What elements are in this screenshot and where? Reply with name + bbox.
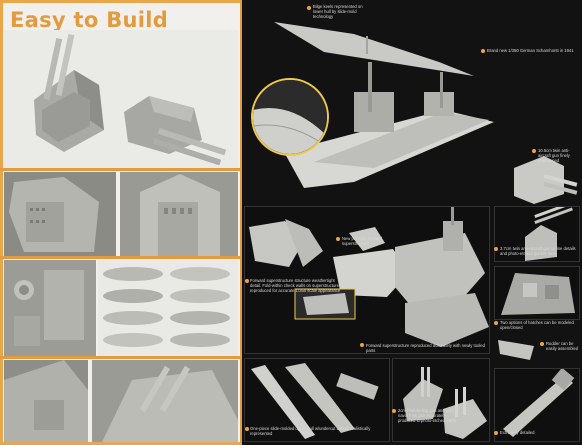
callout-marker	[494, 431, 498, 435]
callout-marker	[392, 409, 396, 413]
twin-gun-frame	[494, 146, 580, 204]
forward-superstructure-caption: Forward superstructure reproduced accura…	[366, 343, 485, 353]
callout-marker	[245, 427, 249, 431]
callout-marker	[245, 279, 249, 283]
hull-parts-frame	[244, 358, 390, 442]
callout-marker	[360, 343, 364, 347]
turret-photo-pair	[4, 30, 238, 168]
bow-illustration	[253, 80, 327, 154]
panel-separator	[240, 0, 242, 445]
flak-frame	[392, 358, 490, 442]
lifeboats-illustration	[98, 260, 238, 356]
aa-gun-frame	[494, 201, 580, 262]
bilge-keels-caption: Bilge keels represented on lower hull by…	[313, 4, 363, 19]
deck-closeup-2	[120, 172, 238, 256]
hull-closeup-1	[4, 360, 88, 442]
superstructure-closeup	[4, 260, 96, 356]
hatch-frame	[494, 266, 580, 320]
hatch-illustration	[501, 273, 575, 315]
twin-gun-illustration	[514, 156, 578, 204]
turret-models-illustration	[34, 34, 227, 166]
flakvierling-caption: 2cm Flakvierling gun and 2cm naval Flak …	[398, 408, 456, 423]
callout-marker	[532, 149, 536, 153]
ship-overview-frame	[244, 2, 494, 200]
section-divider	[0, 168, 240, 171]
deck-closeup-1	[4, 172, 116, 256]
extremely-detailed-caption: Extremely detailed	[500, 430, 535, 435]
deck-detail-illustration	[4, 260, 96, 356]
callout-marker	[494, 321, 498, 325]
callout-marker	[307, 6, 311, 10]
rudder-frame	[494, 336, 580, 364]
bow-detail-inset	[251, 78, 329, 156]
hull-illustration	[4, 360, 88, 442]
forward-detail-caption: Forward superstructure structure weather…	[250, 278, 341, 293]
superstructure-illustration	[4, 172, 116, 256]
tower-illustration	[120, 172, 238, 256]
callout-marker	[494, 247, 498, 251]
callout-marker	[336, 237, 340, 241]
hull-closeup-2	[92, 360, 238, 442]
mast-illustration	[503, 367, 575, 437]
scharnhorst-hull-illustration	[274, 22, 494, 188]
superstructure-frame	[244, 206, 490, 354]
rudder-caption: Rudder can be easily assembled	[546, 341, 579, 351]
new-parts-caption: New parts for forward superstructure	[342, 236, 383, 246]
one-piece-hull-caption: One-piece slide-molded upper hull w/unde…	[250, 426, 371, 436]
rudder-illustration	[498, 340, 534, 360]
section-divider	[0, 256, 240, 259]
easy-to-build-heading: Easy to Build	[10, 8, 169, 32]
brand-new-caption: Brand new 1/350 German Scharnhorst in 19…	[487, 48, 574, 53]
two-options-caption: Two options of hatches can be modeled op…	[500, 320, 574, 330]
callout-marker	[540, 342, 544, 346]
aa-37mm-caption: 3.7cm twin anti-aircraft gun w/fine deta…	[500, 246, 576, 256]
detail-frame	[494, 367, 580, 442]
callout-marker	[481, 49, 485, 53]
flak-gun-illustration	[403, 367, 487, 439]
section-divider	[0, 356, 240, 359]
aa-gun-illustration	[525, 201, 573, 261]
lifeboat-photos	[98, 260, 238, 356]
twin-gun-caption: 10.5cm twin anti-aircraft gun finely rep…	[538, 148, 570, 163]
upper-hull-illustration	[251, 363, 379, 439]
gun-deck-illustration	[92, 360, 238, 442]
superstructure-parts-illustration	[249, 207, 489, 347]
